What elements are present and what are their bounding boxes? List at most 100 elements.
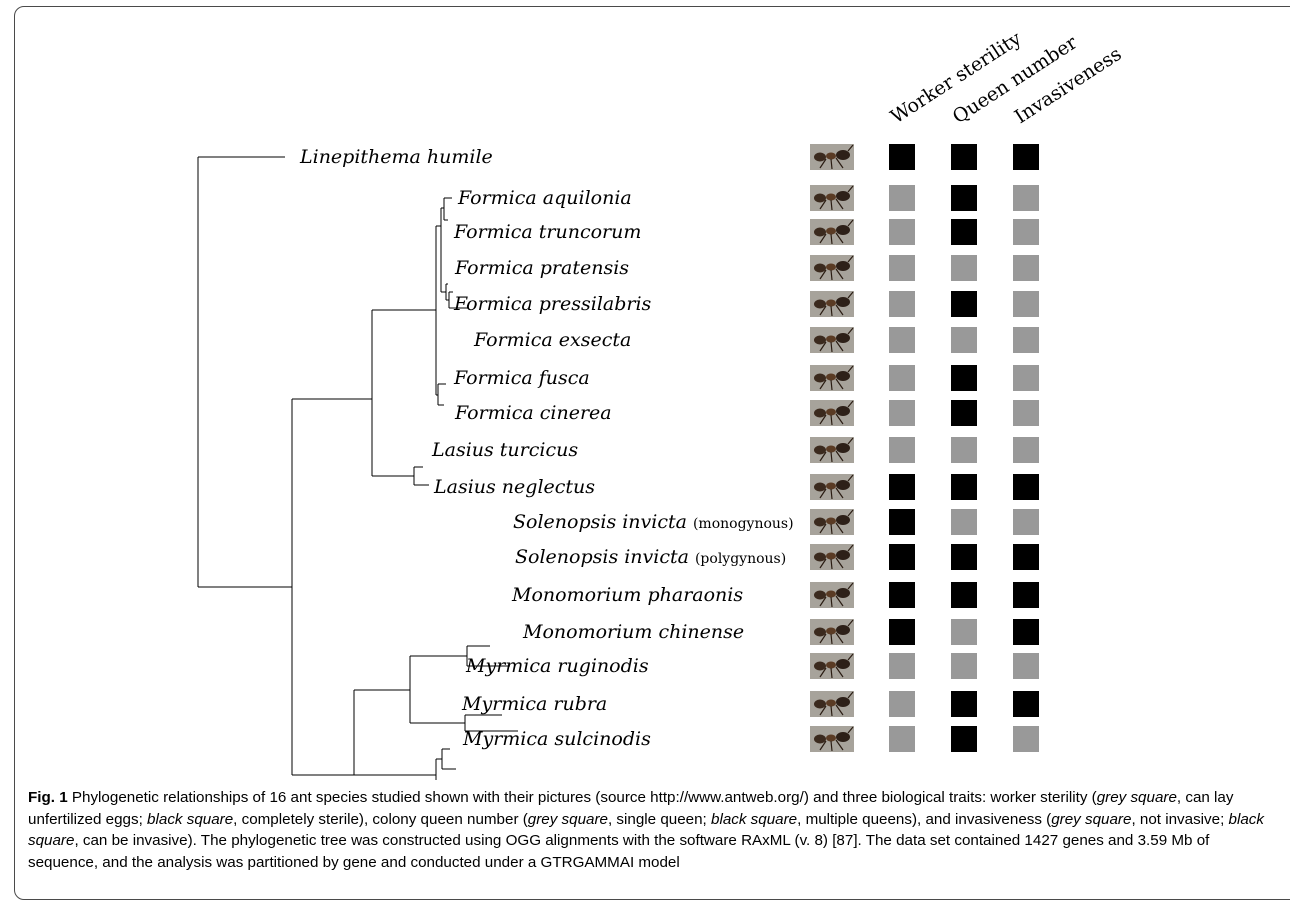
trait-square-grey	[1013, 219, 1039, 245]
trait-square-grey	[1013, 437, 1039, 463]
figure-caption: Fig. 1 Phylogenetic relationships of 16 …	[28, 787, 1268, 873]
species-label: Myrmica ruginodis	[465, 655, 649, 677]
trait-square-grey	[889, 691, 915, 717]
trait-square-grey	[889, 327, 915, 353]
ant-photo	[810, 400, 854, 426]
trait-square-black	[951, 291, 977, 317]
trait-square-black	[951, 219, 977, 245]
ant-photo	[810, 653, 854, 679]
caption-text: , can lay unfertilized eggs;	[28, 789, 1234, 828]
trait-square-grey	[889, 365, 915, 391]
trait-square-black	[951, 400, 977, 426]
species-label: Formica pratensis	[454, 257, 629, 279]
tree-branch	[435, 225, 441, 396]
ant-photo	[810, 219, 854, 245]
caption-text: , single queen;	[607, 810, 711, 828]
caption-text: , completely sterile), colony queen numb…	[233, 810, 528, 828]
trait-square-black	[951, 185, 977, 211]
trait-square-black	[1013, 691, 1039, 717]
ant-photo	[810, 365, 854, 391]
morph-label: (monogynous)	[693, 516, 794, 532]
trait-square-black	[951, 691, 977, 717]
ant-photos	[810, 144, 854, 752]
trait-square-black	[951, 365, 977, 391]
trait-square-grey	[889, 437, 915, 463]
trait-square-grey	[951, 619, 977, 645]
trait-square-grey	[951, 437, 977, 463]
trait-square-grey	[1013, 291, 1039, 317]
ant-photo	[810, 437, 854, 463]
species-label: Solenopsis invicta(polygynous)	[515, 546, 786, 568]
trait-square-grey	[951, 509, 977, 535]
trait-square-grey	[1013, 365, 1039, 391]
ant-photo	[810, 582, 854, 608]
trait-square-black	[889, 144, 915, 170]
trait-square-black	[889, 582, 915, 608]
tree-branch	[440, 207, 446, 293]
ant-photo	[810, 474, 854, 500]
figure-frame	[14, 6, 1290, 900]
trait-square-black	[951, 544, 977, 570]
tree-branch	[437, 383, 446, 406]
trait-square-grey	[889, 400, 915, 426]
tree-branch	[197, 156, 292, 588]
tree-branch	[464, 714, 518, 732]
trait-square-black	[951, 582, 977, 608]
trait-square-black	[1013, 144, 1039, 170]
trait-square-black	[951, 726, 977, 752]
trait-square-grey	[889, 653, 915, 679]
species-label: Monomorium pharaonis	[511, 584, 743, 606]
trait-square-grey	[889, 185, 915, 211]
ant-photo	[810, 255, 854, 281]
tree-branch	[371, 309, 436, 477]
species-label: Lasius turcicus	[431, 439, 578, 461]
caption-emph: grey square	[1096, 789, 1177, 806]
ant-photo	[810, 291, 854, 317]
tree-branch	[441, 748, 456, 770]
ant-photo	[810, 509, 854, 535]
trait-square-grey	[951, 255, 977, 281]
species-label: Monomorium chinense	[522, 621, 744, 643]
caption-emph: black square	[28, 810, 1264, 850]
tree-branch	[291, 398, 372, 776]
trait-square-black	[1013, 619, 1039, 645]
trait-square-grey	[889, 726, 915, 752]
trait-square-grey	[1013, 255, 1039, 281]
caption-emph: grey square	[1051, 810, 1132, 828]
ant-photo	[810, 144, 854, 170]
trait-square-black	[1013, 582, 1039, 608]
ant-photo	[810, 185, 854, 211]
caption-label: Fig. 1	[28, 789, 68, 806]
species-label: Formica exsecta	[473, 329, 631, 351]
ant-photo	[810, 619, 854, 645]
trait-square-black	[1013, 544, 1039, 570]
tree-branch	[353, 689, 436, 776]
caption-emph: black square	[711, 810, 798, 828]
trait-square-grey	[1013, 726, 1039, 752]
trait-square-black	[889, 474, 915, 500]
species-label: Myrmica sulcinodis	[462, 728, 651, 750]
caption-emph: black square	[147, 810, 234, 828]
trait-square-grey	[1013, 185, 1039, 211]
caption-emph: grey square	[527, 810, 608, 828]
tree-branch	[435, 758, 442, 780]
ant-photo	[810, 726, 854, 752]
trait-square-grey	[1013, 400, 1039, 426]
species-label: Lasius neglectus	[433, 476, 595, 498]
trait-square-grey	[1013, 327, 1039, 353]
trait-square-grey	[951, 653, 977, 679]
trait-square-grey	[889, 219, 915, 245]
phylogenetic-tree	[197, 156, 518, 780]
trait-square-black	[889, 544, 915, 570]
species-label: Formica aquilonia	[457, 187, 632, 209]
tree-branch	[409, 655, 467, 724]
tree-branch	[443, 197, 452, 221]
trait-square-grey	[1013, 653, 1039, 679]
caption-text: , multiple queens), and invasiveness (	[797, 810, 1052, 828]
ant-photo	[810, 544, 854, 570]
morph-label: (polygynous)	[695, 551, 786, 567]
caption-text: Phylogenetic relationships of 16 ant spe…	[67, 789, 1097, 806]
trait-square-black	[889, 619, 915, 645]
caption-text: , can be invasive). The phylogenetic tre…	[28, 832, 1210, 871]
